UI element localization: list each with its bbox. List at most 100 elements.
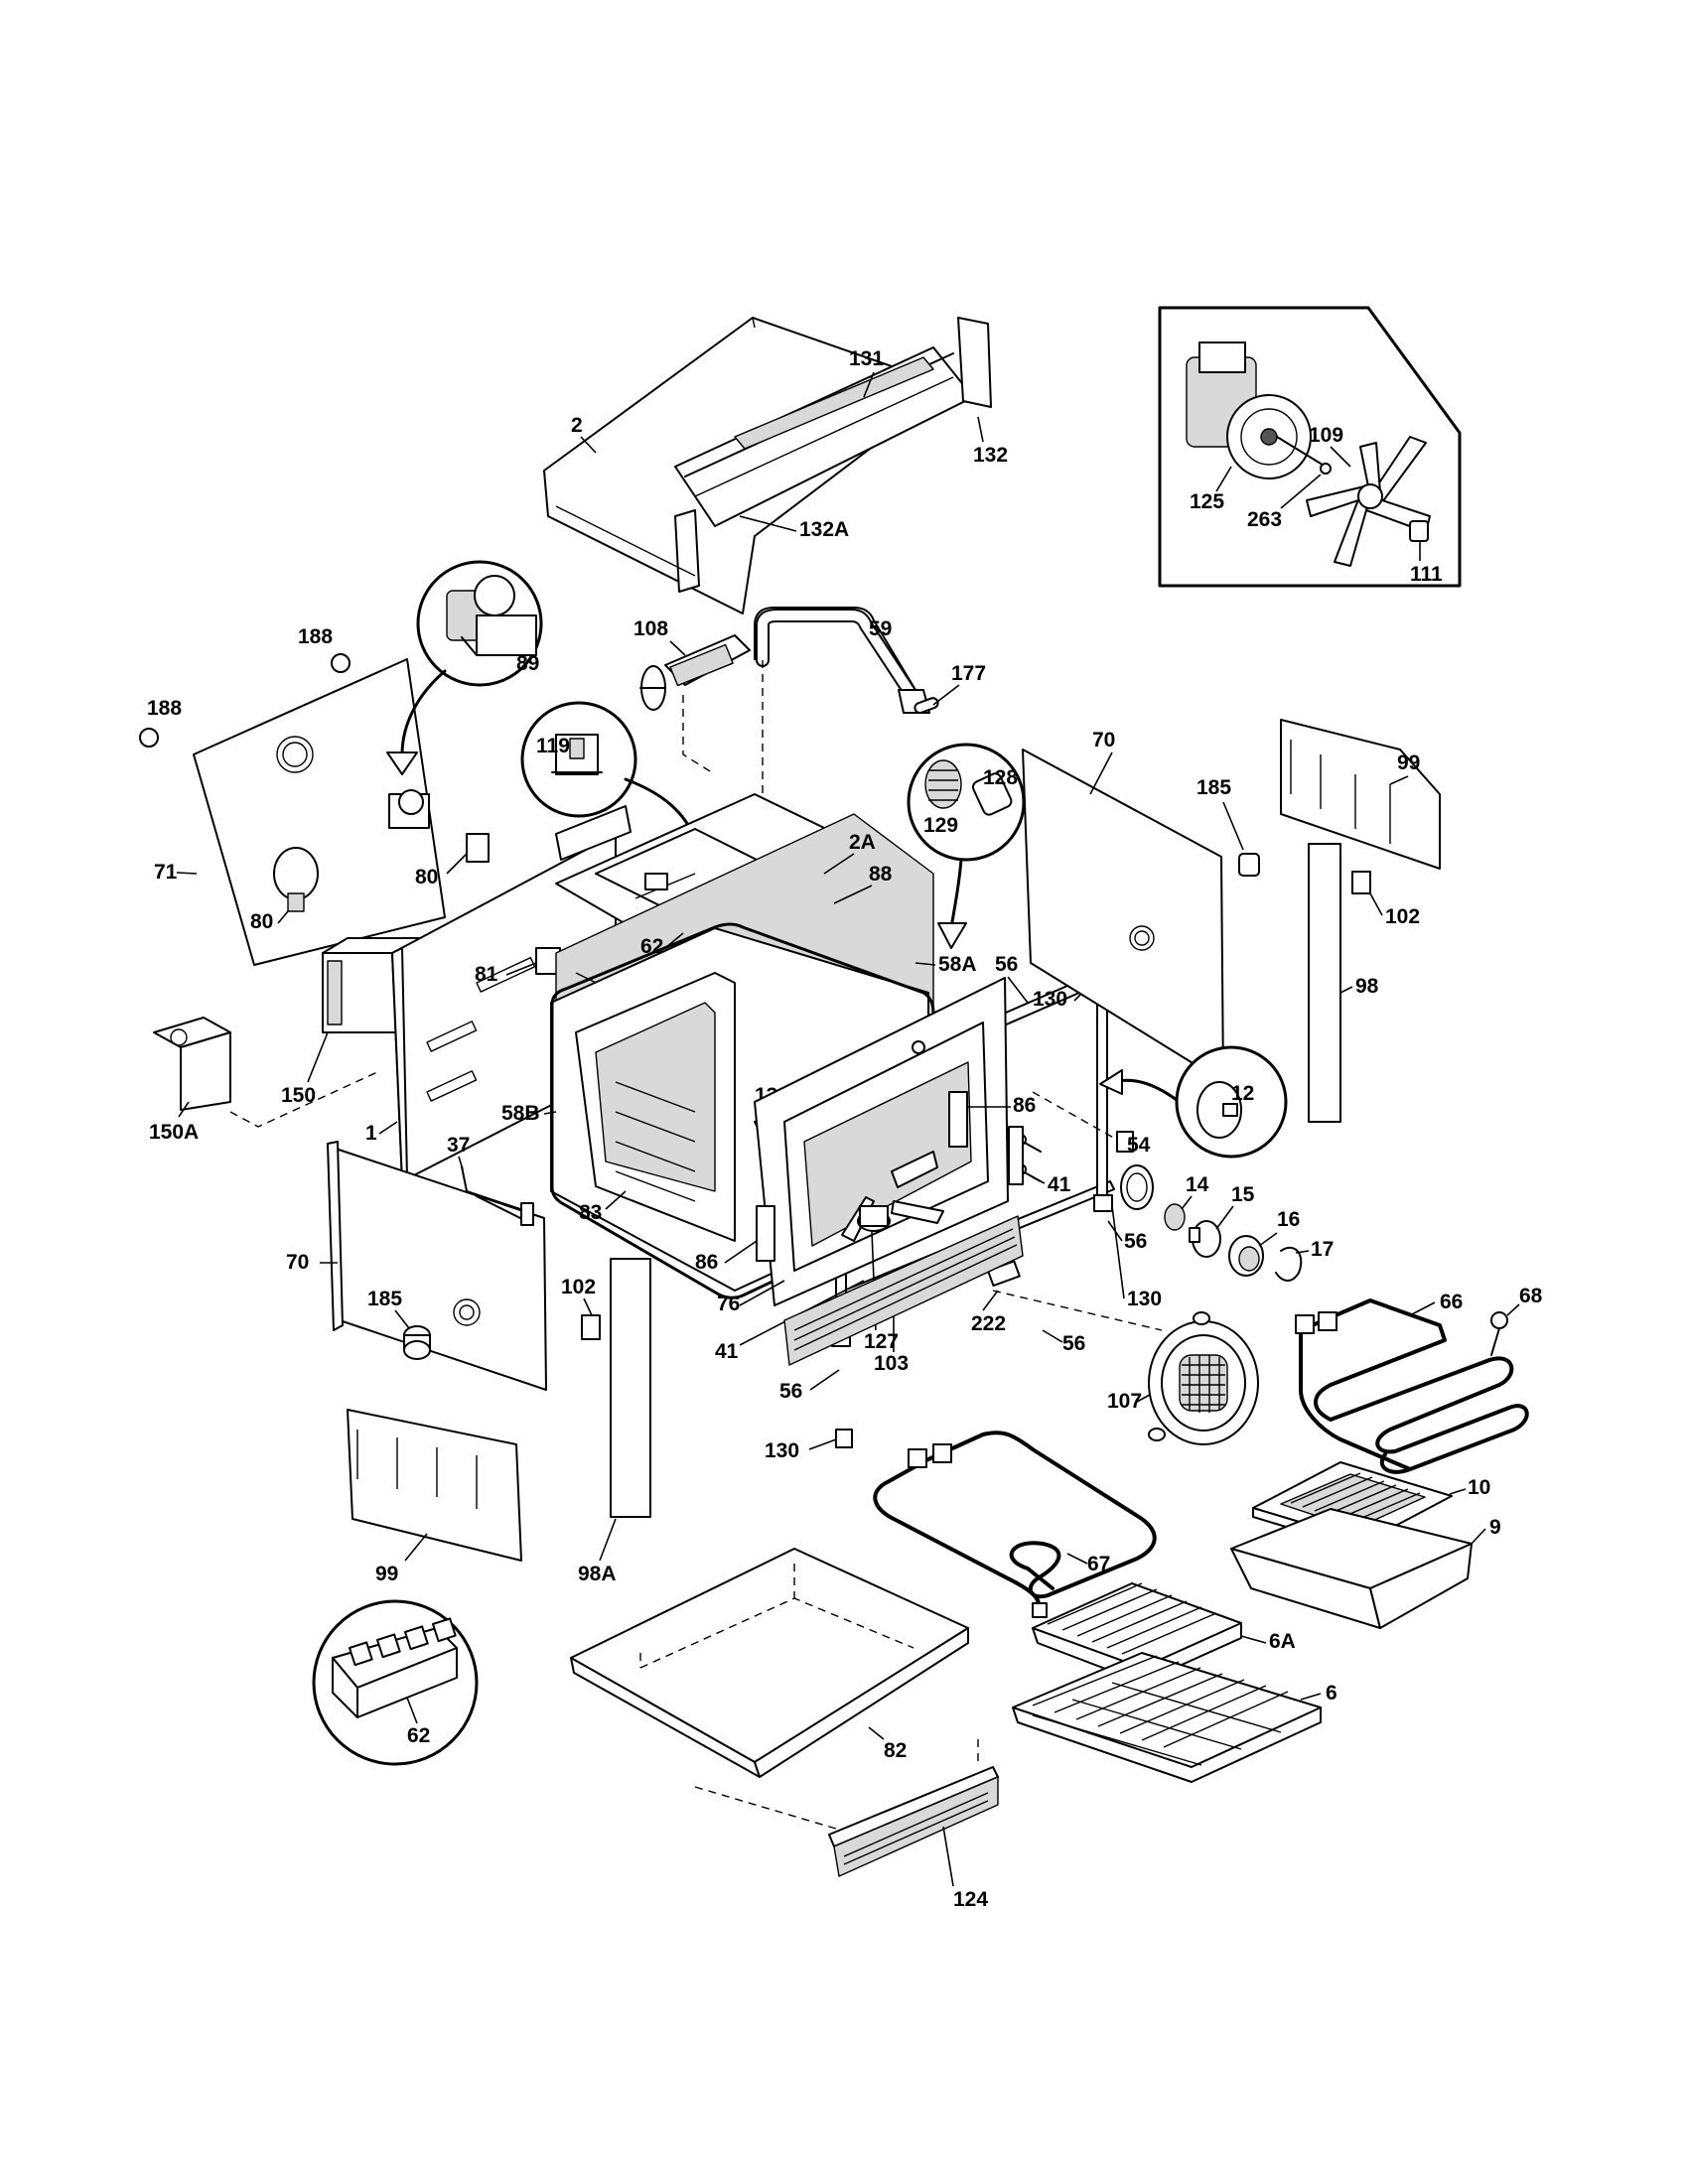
rack-part — [1012, 1652, 1322, 1783]
label-263: 263 — [1247, 508, 1282, 531]
callout-119 — [520, 701, 637, 818]
callout-arrow — [400, 669, 447, 756]
label-2: 2 — [571, 414, 583, 437]
label-188-top: 188 — [298, 625, 333, 648]
broil-pan-part — [1230, 1508, 1473, 1629]
grommet-part — [331, 653, 351, 673]
spacer-part — [1238, 853, 1260, 877]
bracket-part — [153, 1017, 231, 1111]
label-107: 107 — [1107, 1390, 1142, 1413]
label-62-upper: 62 — [640, 935, 663, 958]
control-bracket-part — [347, 1409, 522, 1562]
side-panel-left-part — [327, 1141, 547, 1391]
bake-element-part — [873, 1431, 1157, 1618]
bracket-part — [1008, 1126, 1024, 1185]
label-88: 88 — [869, 863, 893, 886]
label-56-right: 56 — [1124, 1230, 1147, 1253]
label-68: 68 — [1519, 1285, 1543, 1307]
lamp-base-part — [1164, 1203, 1186, 1231]
top-cover-part — [543, 317, 992, 614]
label-86-left: 86 — [695, 1251, 718, 1274]
frame-rail-part — [1096, 977, 1108, 1202]
bulb-part — [1189, 1220, 1221, 1258]
grommet-part — [139, 728, 159, 748]
label-150A: 150A — [149, 1121, 199, 1144]
convection-fan-inset — [1158, 306, 1462, 588]
fan-blade-part — [1306, 436, 1431, 567]
label-102-right: 102 — [1385, 905, 1420, 928]
label-1: 1 — [365, 1122, 377, 1145]
label-131: 131 — [849, 347, 884, 370]
label-15: 15 — [1231, 1183, 1255, 1206]
vent-tube-part — [754, 607, 930, 714]
hinge-part — [756, 1205, 775, 1262]
label-66: 66 — [1440, 1291, 1463, 1313]
label-99-right: 99 — [1397, 751, 1420, 774]
control-bracket-part — [1280, 719, 1441, 870]
label-37: 37 — [447, 1134, 470, 1157]
retaining-clip-part — [1275, 1246, 1303, 1282]
label-80-lower: 80 — [250, 910, 273, 933]
front-face-part — [754, 977, 1009, 1306]
label-56-left: 56 — [779, 1380, 802, 1403]
label-56-bottom: 56 — [1062, 1332, 1085, 1355]
cooling-fan-part — [639, 634, 751, 711]
side-rail-part — [1308, 843, 1341, 1123]
lens-part — [1228, 1235, 1264, 1277]
storage-drawer-part — [828, 1766, 999, 1877]
label-129: 129 — [923, 814, 958, 837]
label-67: 67 — [1087, 1553, 1110, 1575]
lamp-gasket-part — [1120, 1164, 1154, 1210]
label-103: 103 — [874, 1352, 909, 1375]
label-99-left: 99 — [375, 1563, 398, 1585]
label-58B: 58B — [501, 1102, 540, 1125]
label-132: 132 — [973, 444, 1008, 467]
corner-block-part — [835, 1429, 853, 1448]
label-81: 81 — [475, 963, 498, 986]
label-70-right: 70 — [1092, 729, 1115, 751]
label-9: 9 — [1489, 1516, 1501, 1539]
broil-element-part — [1295, 1298, 1529, 1474]
label-128: 128 — [983, 766, 1018, 789]
label-130-top: 130 — [1033, 988, 1067, 1011]
label-76: 76 — [717, 1293, 740, 1315]
label-54: 54 — [1127, 1134, 1151, 1157]
label-14: 14 — [1186, 1173, 1209, 1196]
label-17: 17 — [1311, 1238, 1334, 1261]
label-56-top: 56 — [995, 953, 1018, 976]
rack-half-part — [1032, 1582, 1242, 1684]
callout-62 — [312, 1599, 479, 1766]
label-10: 10 — [1468, 1476, 1490, 1499]
wire-clip-part — [1490, 1311, 1508, 1356]
corner-block-part — [1093, 1194, 1113, 1212]
label-98A: 98A — [578, 1563, 617, 1585]
convection-element-part — [857, 1205, 891, 1232]
label-188-left: 188 — [147, 697, 182, 720]
clip-part — [1351, 871, 1371, 894]
vent-grille-part — [783, 1215, 1024, 1366]
label-41-left: 41 — [715, 1340, 739, 1363]
label-185-right: 185 — [1196, 776, 1231, 799]
washer-part — [1320, 463, 1332, 475]
label-70-left: 70 — [286, 1251, 309, 1274]
label-2A: 2A — [849, 831, 876, 854]
label-41-right: 41 — [1048, 1173, 1071, 1196]
rear-panel-part — [193, 658, 446, 966]
label-150: 150 — [281, 1084, 316, 1107]
clip-part — [581, 1314, 601, 1340]
switch-part — [388, 789, 430, 829]
label-185-left: 185 — [367, 1288, 402, 1310]
label-71: 71 — [154, 861, 178, 884]
label-125: 125 — [1190, 490, 1224, 513]
callout-128-129 — [907, 743, 1026, 862]
label-16: 16 — [1277, 1208, 1300, 1231]
callout-12 — [1175, 1045, 1288, 1159]
convection-motor-part — [1186, 341, 1327, 479]
label-98: 98 — [1355, 975, 1379, 998]
spacer-part — [403, 1325, 431, 1360]
side-rail-part — [610, 1258, 651, 1518]
label-59: 59 — [869, 617, 892, 640]
label-222: 222 — [971, 1312, 1006, 1335]
label-130-right: 130 — [1127, 1288, 1162, 1310]
